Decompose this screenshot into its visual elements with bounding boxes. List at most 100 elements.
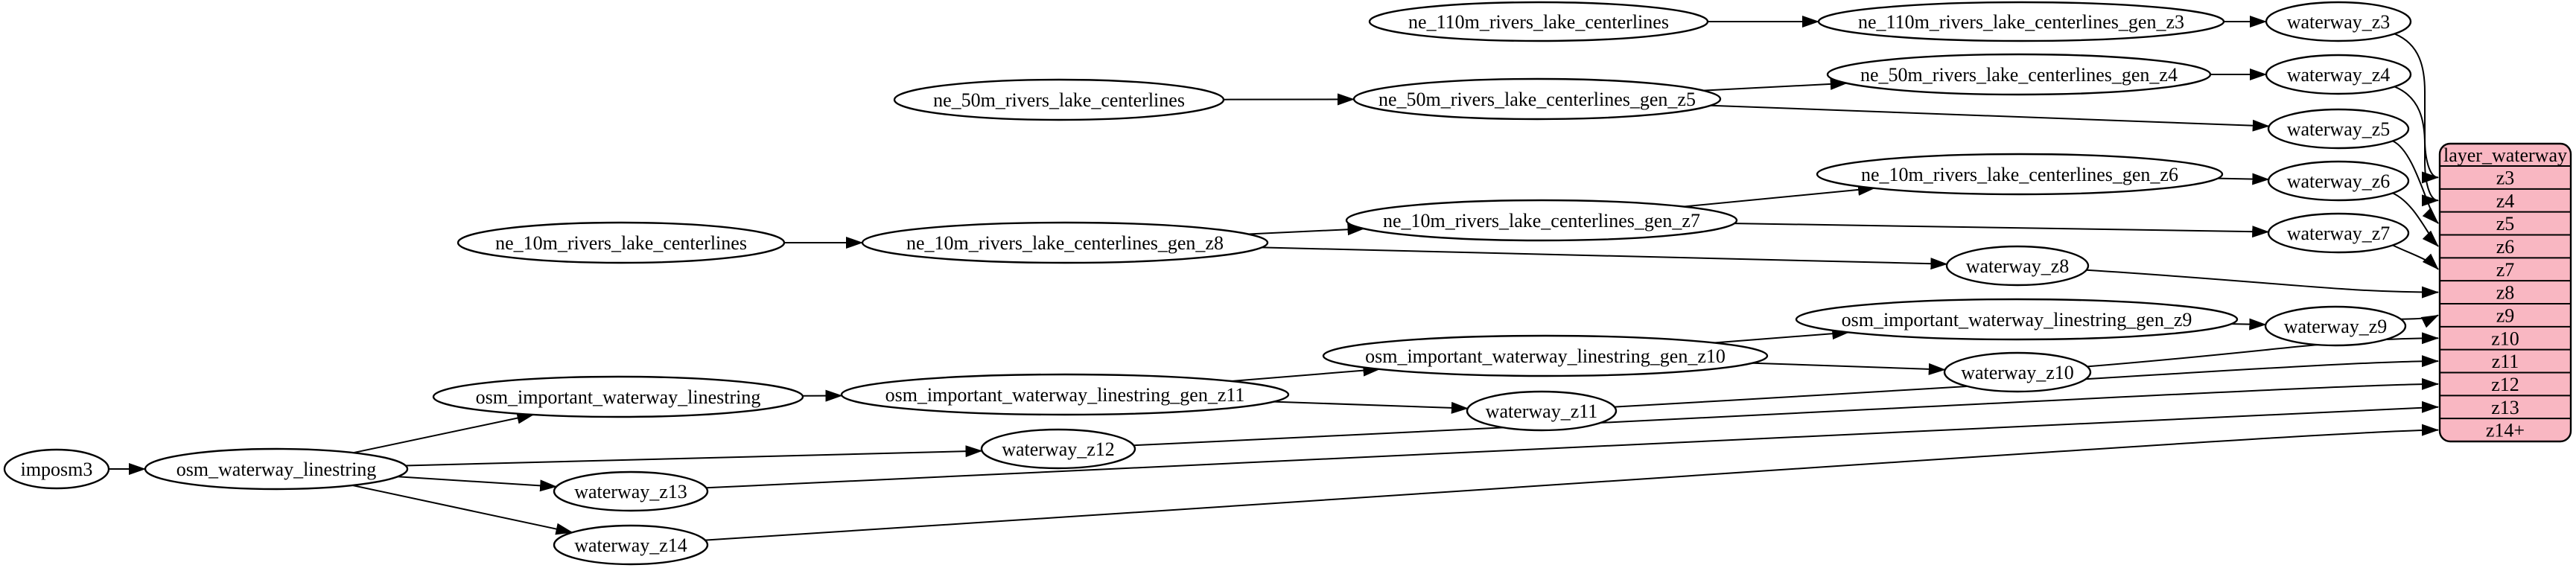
edges-layer xyxy=(109,16,2439,541)
edge-waterway_z12-to-layer-row-z12 xyxy=(1133,377,2439,447)
node-waterway_z10-label: waterway_z10 xyxy=(1961,362,2074,383)
node-ne_110m_rivers_lake_centerlines: ne_110m_rivers_lake_centerlines xyxy=(1368,1,1709,42)
node-ne_50m_rivers_lake_centerlines_gen_z4-label: ne_50m_rivers_lake_centerlines_gen_z4 xyxy=(1860,64,2178,86)
table-row-z10: z10 xyxy=(2491,328,2519,349)
edge-waterway_z6-to-layer-row-z6 xyxy=(2392,192,2439,247)
edge-ne_50m_rivers_lake_centerlines_gen_z5-to-waterway_z5 xyxy=(1710,104,2270,132)
node-waterway_z5-shape xyxy=(2267,108,2410,150)
edge-waterway_z5-to-layer-row-z5 xyxy=(2392,140,2439,224)
table-row-z13: z13 xyxy=(2491,397,2519,418)
edge-waterway_z9-to-layer-row-z9 xyxy=(2400,314,2439,328)
table-row-z6: z6 xyxy=(2496,236,2515,258)
node-ne_10m_rivers_lake_centerlines-shape xyxy=(457,221,786,264)
edge-waterway_z11-to-layer-row-z11 xyxy=(1614,355,2439,408)
node-waterway_z14-label: waterway_z14 xyxy=(574,535,687,556)
node-imposm3-shape xyxy=(3,448,110,490)
node-waterway_z8-label: waterway_z8 xyxy=(1966,255,2070,277)
table-row-z12: z12 xyxy=(2491,374,2519,395)
edge-waterway_z8-to-layer-row-z8 xyxy=(2086,269,2439,299)
node-waterway_z3: waterway_z3 xyxy=(2265,1,2412,42)
table-row-z3: z3 xyxy=(2496,167,2515,188)
edge-waterway_z3-to-layer-row-z3 xyxy=(2394,33,2439,184)
node-ne_110m_rivers_lake_centerlines-label: ne_110m_rivers_lake_centerlines xyxy=(1408,11,1669,33)
edge-osm_waterway_linestring-to-osm_important_waterway_linestring xyxy=(353,412,535,454)
edge-osm_waterway_linestring-to-waterway_z13 xyxy=(397,476,558,492)
table-row-z9: z9 xyxy=(2496,304,2515,326)
node-waterway_z10: waterway_z10 xyxy=(1943,351,2092,393)
node-waterway_z10-shape xyxy=(1943,351,2092,393)
node-waterway_z8-shape xyxy=(1945,245,2090,287)
node-ne_110m_rivers_lake_centerlines_gen_z3-label: ne_110m_rivers_lake_centerlines_gen_z3 xyxy=(1858,11,2184,33)
node-ne_110m_rivers_lake_centerlines_gen_z3-shape xyxy=(1817,1,2225,42)
table-row-z11: z11 xyxy=(2492,351,2519,372)
node-waterway_z8: waterway_z8 xyxy=(1945,245,2090,287)
node-ne_10m_rivers_lake_centerlines_gen_z6-label: ne_10m_rivers_lake_centerlines_gen_z6 xyxy=(1861,164,2178,185)
edge-osm_waterway_linestring-to-waterway_z12 xyxy=(405,445,983,467)
node-waterway_z11-shape xyxy=(1466,390,1618,432)
node-ne_50m_rivers_lake_centerlines_gen_z5: ne_50m_rivers_lake_centerlines_gen_z5 xyxy=(1352,77,1722,121)
table-row-label: z4 xyxy=(2496,190,2515,211)
table-row-z4: z4 xyxy=(2496,190,2515,211)
edge-osm_important_waterway_linestring_gen_z10-to-osm_important_waterway_linestring_gen_z9 xyxy=(1714,328,1850,344)
node-imposm3-label: imposm3 xyxy=(21,459,93,480)
node-ne_50m_rivers_lake_centerlines: ne_50m_rivers_lake_centerlines xyxy=(893,78,1225,121)
node-osm_important_waterway_linestring_gen_z9-shape xyxy=(1795,298,2239,341)
node-ne_50m_rivers_lake_centerlines_gen_z4: ne_50m_rivers_lake_centerlines_gen_z4 xyxy=(1826,53,2212,96)
node-waterway_z11-label: waterway_z11 xyxy=(1486,401,1598,422)
node-waterway_z7-shape xyxy=(2267,212,2410,254)
edge-waterway_z10-to-layer-row-z10 xyxy=(2087,332,2439,368)
edge-waterway_z4-to-layer-row-z4 xyxy=(2394,86,2439,207)
node-waterway_z5-label: waterway_z5 xyxy=(2287,118,2391,140)
table-row-z14plus: z14+ xyxy=(2486,420,2525,441)
node-waterway_z4-shape xyxy=(2265,54,2412,95)
node-waterway_z7-label: waterway_z7 xyxy=(2287,223,2391,244)
node-ne_50m_rivers_lake_centerlines_gen_z4-shape xyxy=(1826,53,2212,96)
node-ne_110m_rivers_lake_centerlines-shape xyxy=(1368,1,1709,42)
node-waterway_z4-label: waterway_z4 xyxy=(2287,64,2391,86)
node-osm_waterway_linestring: osm_waterway_linestring xyxy=(144,447,409,491)
node-waterway_z9-shape xyxy=(2264,305,2407,347)
node-ne_50m_rivers_lake_centerlines-shape xyxy=(893,78,1225,121)
table-row-label: z6 xyxy=(2496,236,2515,258)
table-row-label: z13 xyxy=(2491,397,2519,418)
node-waterway_z7: waterway_z7 xyxy=(2267,212,2410,254)
node-ne_50m_rivers_lake_centerlines-label: ne_50m_rivers_lake_centerlines xyxy=(933,89,1185,111)
node-waterway_z11: waterway_z11 xyxy=(1466,390,1618,432)
node-osm_important_waterway_linestring_gen_z9-label: osm_important_waterway_linestring_gen_z9 xyxy=(1842,309,2192,331)
table-row-z8: z8 xyxy=(2496,282,2515,304)
node-ne_10m_rivers_lake_centerlines_gen_z8-shape xyxy=(861,221,1269,264)
table-row-z5: z5 xyxy=(2496,213,2515,234)
node-ne_10m_rivers_lake_centerlines-label: ne_10m_rivers_lake_centerlines xyxy=(495,232,747,254)
node-osm_important_waterway_linestring_gen_z10-label: osm_important_waterway_linestring_gen_z1… xyxy=(1365,345,1726,367)
edge-osm_important_waterway_linestring_gen_z11-to-waterway_z11 xyxy=(1273,401,1469,414)
node-waterway_z3-shape xyxy=(2265,1,2412,42)
node-ne_10m_rivers_lake_centerlines_gen_z7-label: ne_10m_rivers_lake_centerlines_gen_z7 xyxy=(1383,210,1700,232)
node-ne_10m_rivers_lake_centerlines_gen_z6-shape xyxy=(1816,153,2224,196)
table-row-label: z3 xyxy=(2496,167,2515,188)
node-waterway_z13-shape xyxy=(553,470,709,512)
node-waterway_z9-label: waterway_z9 xyxy=(2284,316,2388,337)
edge-ne_10m_rivers_lake_centerlines_gen_z7-to-waterway_z7 xyxy=(1734,223,2270,238)
table-row-label: z9 xyxy=(2496,304,2515,326)
node-osm_important_waterway_linestring_gen_z10-shape xyxy=(1322,334,1769,377)
layer-waterway-table xyxy=(2438,142,2572,443)
node-waterway_z13: waterway_z13 xyxy=(553,470,709,512)
node-ne_50m_rivers_lake_centerlines_gen_z5-shape xyxy=(1352,77,1722,121)
edge-waterway_z14-to-layer-row-z14plus xyxy=(705,424,2439,541)
node-waterway_z12-shape xyxy=(980,428,1136,470)
edge-ne_10m_rivers_lake_centerlines_gen_z8-to-ne_10m_rivers_lake_centerlines_gen_z7 xyxy=(1247,223,1365,236)
node-waterway_z6-label: waterway_z6 xyxy=(2287,170,2391,192)
node-ne_10m_rivers_lake_centerlines: ne_10m_rivers_lake_centerlines xyxy=(457,221,786,264)
node-osm_important_waterway_linestring_gen_z11-shape xyxy=(840,373,1290,416)
node-waterway_z3-label: waterway_z3 xyxy=(2287,11,2391,33)
node-ne_50m_rivers_lake_centerlines_gen_z5-label: ne_50m_rivers_lake_centerlines_gen_z5 xyxy=(1378,89,1696,110)
table-row-label: z14+ xyxy=(2486,420,2525,441)
edge-osm_important_waterway_linestring_gen_z11-to-osm_important_waterway_linestring_gen_z10 xyxy=(1231,364,1381,382)
node-waterway_z5: waterway_z5 xyxy=(2267,108,2410,150)
table-layer: layer_waterwayz3z4z5z6z7z8z9z10z11z12z13… xyxy=(2438,142,2572,443)
table-row-label: z12 xyxy=(2491,374,2519,395)
node-ne_10m_rivers_lake_centerlines_gen_z7: ne_10m_rivers_lake_centerlines_gen_z7 xyxy=(1345,199,1738,242)
node-waterway_z14-shape xyxy=(553,524,709,566)
